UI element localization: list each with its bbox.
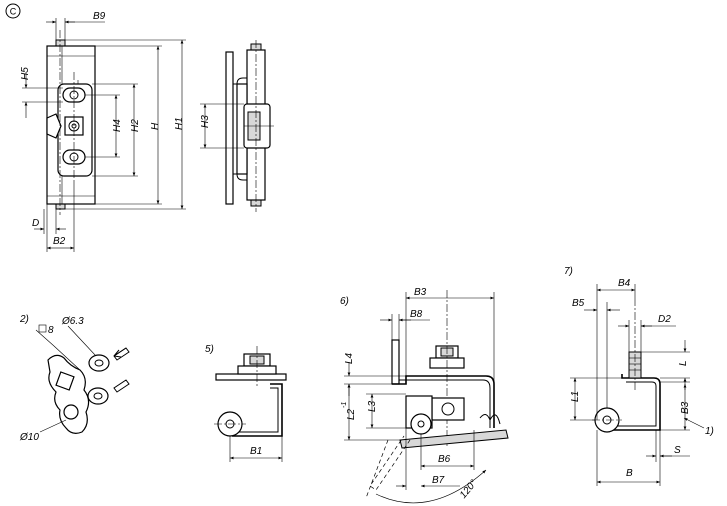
square-symbol bbox=[38, 324, 47, 333]
svg-text:B7: B7 bbox=[432, 475, 445, 486]
svg-text:6): 6) bbox=[340, 296, 349, 307]
svg-text:L3: L3 bbox=[367, 400, 378, 412]
svg-text:Ø6.3: Ø6.3 bbox=[61, 316, 84, 327]
svg-text:D2: D2 bbox=[658, 314, 671, 325]
svg-text:7): 7) bbox=[564, 266, 573, 277]
svg-text:2): 2) bbox=[19, 314, 29, 325]
figure-7: 7) B4 B5 D2 L bbox=[564, 266, 714, 486]
figure-2: 2) 8 Ø6.3 Ø10 bbox=[19, 314, 130, 443]
figure-5: 5) B1 bbox=[205, 344, 287, 462]
svg-text:B6: B6 bbox=[438, 454, 451, 465]
svg-text:H3: H3 bbox=[200, 115, 211, 128]
svg-text:1): 1) bbox=[705, 426, 714, 437]
svg-text:S: S bbox=[674, 445, 681, 456]
svg-text:H5: H5 bbox=[20, 67, 31, 80]
svg-text:B: B bbox=[626, 468, 633, 479]
svg-text:B4: B4 bbox=[618, 278, 631, 289]
svg-text:D: D bbox=[32, 218, 39, 229]
svg-text:B8: B8 bbox=[410, 309, 423, 320]
svg-text:H4: H4 bbox=[112, 119, 123, 132]
svg-text:5): 5) bbox=[205, 344, 214, 355]
svg-text:B3: B3 bbox=[414, 287, 427, 298]
svg-text:120°: 120° bbox=[458, 478, 480, 501]
front-view: B9 H5 H4 H2 H H1 D bbox=[20, 11, 186, 252]
svg-text:Ø10: Ø10 bbox=[19, 432, 39, 443]
svg-text:C: C bbox=[10, 7, 17, 17]
svg-text:B1: B1 bbox=[250, 446, 262, 457]
svg-text:B9: B9 bbox=[93, 11, 106, 22]
svg-text:8: 8 bbox=[48, 325, 54, 336]
svg-text:H1: H1 bbox=[174, 117, 185, 130]
svg-text:B2: B2 bbox=[53, 236, 66, 247]
figure-6: 6) 120° B3 B bbox=[340, 287, 509, 504]
svg-text:H: H bbox=[150, 122, 161, 130]
copyright-mark: C bbox=[5, 3, 21, 19]
svg-text:B5: B5 bbox=[572, 298, 585, 309]
svg-text:L1: L1 bbox=[570, 391, 581, 402]
svg-text:H2: H2 bbox=[130, 119, 141, 132]
svg-text:L4: L4 bbox=[344, 352, 355, 364]
svg-text:B3: B3 bbox=[680, 401, 691, 414]
side-view: H3 bbox=[200, 40, 274, 212]
svg-text:-1: -1 bbox=[341, 402, 348, 408]
svg-text:L2: L2 bbox=[346, 408, 357, 420]
svg-text:L: L bbox=[678, 360, 689, 366]
